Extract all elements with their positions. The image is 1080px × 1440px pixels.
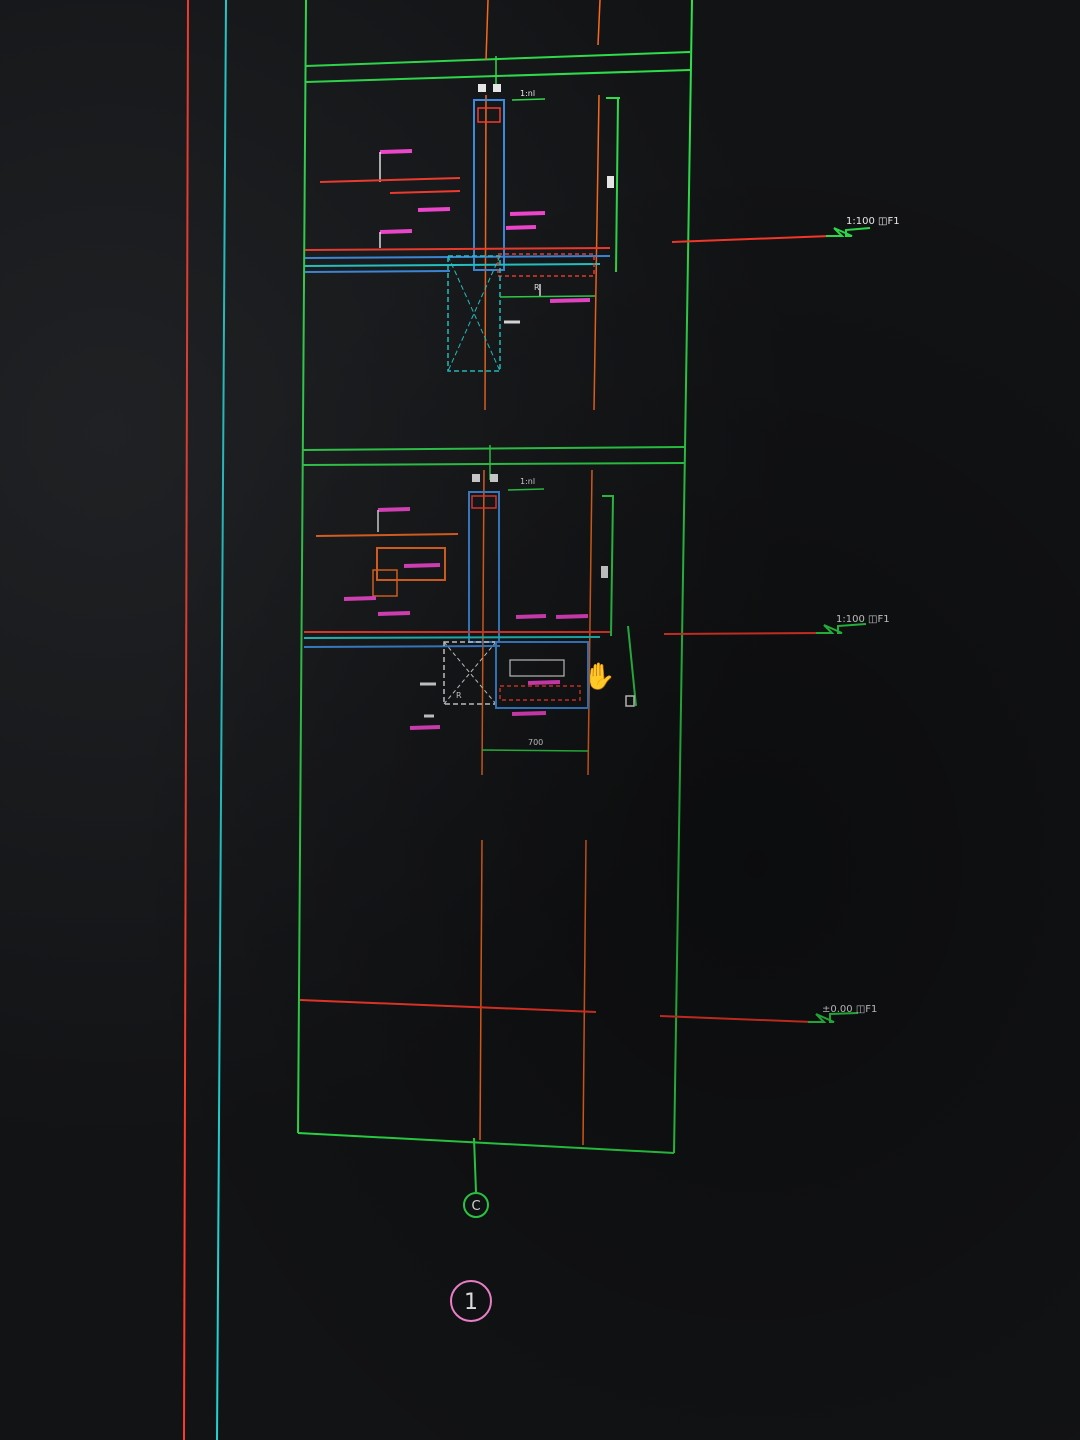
detail-marker-label: 1 <box>464 1290 478 1315</box>
orange-guide-4 <box>593 94 600 411</box>
top-pin-label: 1:nl <box>520 89 535 98</box>
elevation-leader-3 <box>659 1015 813 1023</box>
elevation-text-2[interactable]: 1:100 ◫F1 <box>836 614 890 625</box>
orange-guide-7 <box>479 839 483 1141</box>
section-mid[interactable]: 1:nl 700 R <box>303 445 637 752</box>
orange-guide-8 <box>582 839 587 1146</box>
frame-left <box>297 0 307 1134</box>
elevation-marker-3 <box>808 1012 859 1023</box>
axis-bubble[interactable] <box>463 1192 489 1218</box>
hand-pointer-icon: ✋ <box>583 662 616 692</box>
elevation-text-1[interactable]: 1:100 ◫F1 <box>846 216 900 227</box>
elevation-marker-2 <box>816 623 867 634</box>
section-top[interactable]: 1:nl R <box>304 56 620 372</box>
bottom-slab-line <box>299 999 597 1013</box>
floor-band-mid-1 <box>302 446 685 451</box>
elevation-text-3[interactable]: ±0.00 ◫F1 <box>822 1004 877 1015</box>
cyan-axis-line <box>216 0 227 1440</box>
elevation-leader-2 <box>663 632 821 635</box>
mid-small-label: R <box>456 691 462 700</box>
top-small-label: R <box>534 283 540 292</box>
orange-guide-6 <box>587 469 593 776</box>
elevation-leader-1 <box>671 235 831 243</box>
mid-pin-label: 1:nl <box>520 477 535 486</box>
axis-bubble-label: C <box>471 1199 480 1214</box>
orange-guide-3 <box>484 94 487 411</box>
floor-band-mid-2 <box>302 462 685 466</box>
orange-guide-5 <box>481 469 485 776</box>
floor-band-top-1 <box>305 51 691 67</box>
frame-bottom <box>297 1132 675 1154</box>
detail-marker[interactable] <box>450 1280 492 1322</box>
red-axis-line <box>183 0 189 1440</box>
frame-right <box>673 0 693 1154</box>
orange-guide-1 <box>485 0 489 61</box>
elevation-marker-1 <box>826 227 871 237</box>
orange-guide-2 <box>597 0 601 46</box>
mid-dim-label: 700 <box>528 738 543 747</box>
axis-leader-line <box>473 1137 477 1193</box>
floor-band-top-2 <box>305 69 691 83</box>
